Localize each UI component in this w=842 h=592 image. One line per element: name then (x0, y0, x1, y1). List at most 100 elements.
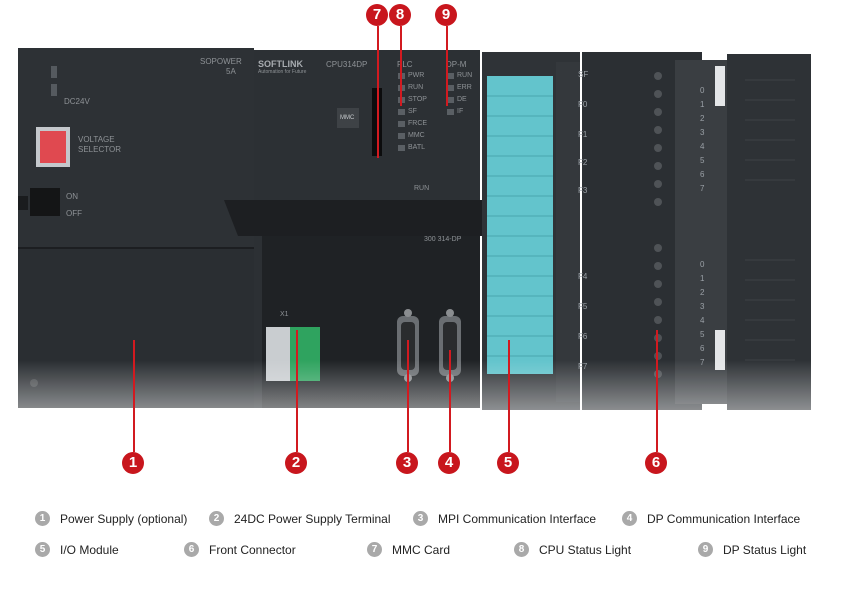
plc-led-sf: SF (408, 108, 417, 115)
legend-item-dp: 4 DP Communication Interface (622, 511, 801, 527)
legend-item-cpu-status: 8 CPU Status Light (514, 542, 632, 558)
dp-label: DP-M (446, 60, 467, 69)
slot-f1: F1 (578, 130, 588, 139)
plc-led-run: RUN (408, 84, 424, 91)
run-label: RUN (414, 185, 430, 192)
legend-item-mmc-card: 7 MMC Card (367, 542, 451, 558)
callout-line-9 (446, 26, 448, 106)
marker-9: 9 (435, 4, 457, 26)
dp-led-run: RUN (457, 72, 473, 79)
plc-label: PLC (397, 60, 413, 69)
legend-number: 9 (698, 542, 713, 558)
slot-f5: F5 (578, 302, 588, 311)
legend-number: 3 (413, 511, 428, 527)
connector-screws (654, 72, 662, 378)
callout-line-2 (296, 330, 298, 452)
slot-f0: F0 (578, 100, 588, 109)
cpu-model-label: CPU314DP (326, 60, 368, 69)
legend-label: I/O Module (60, 542, 119, 557)
slot-f3: F3 (578, 186, 588, 195)
plc-illustration (0, 48, 842, 470)
marker-8: 8 (389, 4, 411, 26)
ch-top-6: 6 (700, 170, 705, 179)
legend-item-io-module: 5 I/O Module (35, 542, 119, 558)
legend-number: 8 (514, 542, 529, 558)
plc-device-photo: SOPOWER 5A DC24V VOLTAGE SELECTOR ON OFF… (0, 48, 842, 470)
x1-label: X1 (280, 311, 289, 318)
ch-bot-3: 3 (700, 302, 705, 311)
voltage-selector-label: VOLTAGE SELECTOR (78, 135, 121, 154)
legend-label: DP Status Light (723, 542, 807, 557)
marker-7: 7 (366, 4, 388, 26)
plc-led-mmc: MMC (408, 132, 425, 139)
psu-rating-label: 5A (226, 67, 236, 76)
callout-line-3 (407, 340, 409, 452)
ch-top-3: 3 (700, 128, 705, 137)
ch-top-2: 2 (700, 114, 705, 123)
plc-led-batl: BATL (408, 144, 425, 151)
legend-label: 24DC Power Supply Terminal (234, 511, 391, 526)
legend-number: 4 (622, 511, 637, 527)
legend-label: CPU Status Light (539, 542, 632, 557)
end-module (727, 54, 811, 410)
legend-item-power-supply: 1 Power Supply (optional) (35, 511, 188, 527)
plc-led-stop: STOP (408, 96, 427, 103)
mmc-label: MMC (340, 115, 355, 121)
marker-1: 1 (122, 452, 144, 474)
brand-label: SOFTLINK (258, 59, 303, 69)
legend-label: MMC Card (392, 542, 451, 557)
slot-f7: F7 (578, 362, 588, 371)
ch-top-7: 7 (700, 184, 705, 193)
ch-bot-0: 0 (700, 260, 705, 269)
cpu-code-label: 300 314-DP (424, 236, 462, 243)
power-switch (30, 188, 60, 216)
legend-number: 1 (35, 511, 50, 527)
dc24v-label: DC24V (64, 97, 90, 106)
ch-top-4: 4 (700, 142, 705, 151)
legend-item-dp-status: 9 DP Status Light (698, 542, 807, 558)
ch-bot-6: 6 (700, 344, 705, 353)
legend-number: 7 (367, 542, 382, 558)
legend-label: DP Communication Interface (647, 511, 801, 526)
legend-number: 5 (35, 542, 50, 558)
marker-5: 5 (497, 452, 519, 474)
legend-number: 2 (209, 511, 224, 527)
ch-bot-4: 4 (700, 316, 705, 325)
slot-f6: F6 (578, 332, 588, 341)
marker-6: 6 (645, 452, 667, 474)
legend-label: Front Connector (209, 542, 296, 557)
legend-item-mpi: 3 MPI Communication Interface (413, 511, 597, 527)
brand-tagline: Automation for Future (258, 69, 307, 75)
callout-line-6 (656, 330, 658, 452)
plc-led-pwr: PWR (408, 72, 425, 79)
ch-top-1: 1 (700, 100, 705, 109)
marker-4: 4 (438, 452, 460, 474)
slot-sf: SF (578, 70, 589, 79)
callout-line-5 (508, 340, 510, 452)
ch-bot-1: 1 (700, 274, 705, 283)
io-label-strip (487, 76, 553, 374)
marker-3: 3 (396, 452, 418, 474)
switch-on-label: ON (66, 192, 78, 201)
plc-led-frce: FRCE (408, 120, 428, 127)
dp-led-de: DE (457, 96, 467, 103)
ch-bot-7: 7 (700, 358, 705, 367)
psu-model-label: SOPOWER (200, 57, 242, 66)
callout-line-7 (377, 26, 379, 158)
legend-label: Power Supply (optional) (60, 511, 188, 526)
marker-2: 2 (285, 452, 307, 474)
slot-f4: F4 (578, 272, 588, 281)
ch-bot-5: 5 (700, 330, 705, 339)
ch-top-0: 0 (700, 86, 705, 95)
dp-led-if: IF (457, 108, 464, 115)
switch-off-label: OFF (66, 209, 82, 218)
ch-bot-2: 2 (700, 288, 705, 297)
dp-led-err: ERR (457, 84, 472, 91)
callout-line-8 (400, 26, 402, 106)
legend-label: MPI Communication Interface (438, 511, 597, 526)
slot-f2: F2 (578, 158, 588, 167)
legend-item-power-terminal: 2 24DC Power Supply Terminal (209, 511, 391, 527)
callout-line-4 (449, 350, 451, 452)
ch-top-5: 5 (700, 156, 705, 165)
